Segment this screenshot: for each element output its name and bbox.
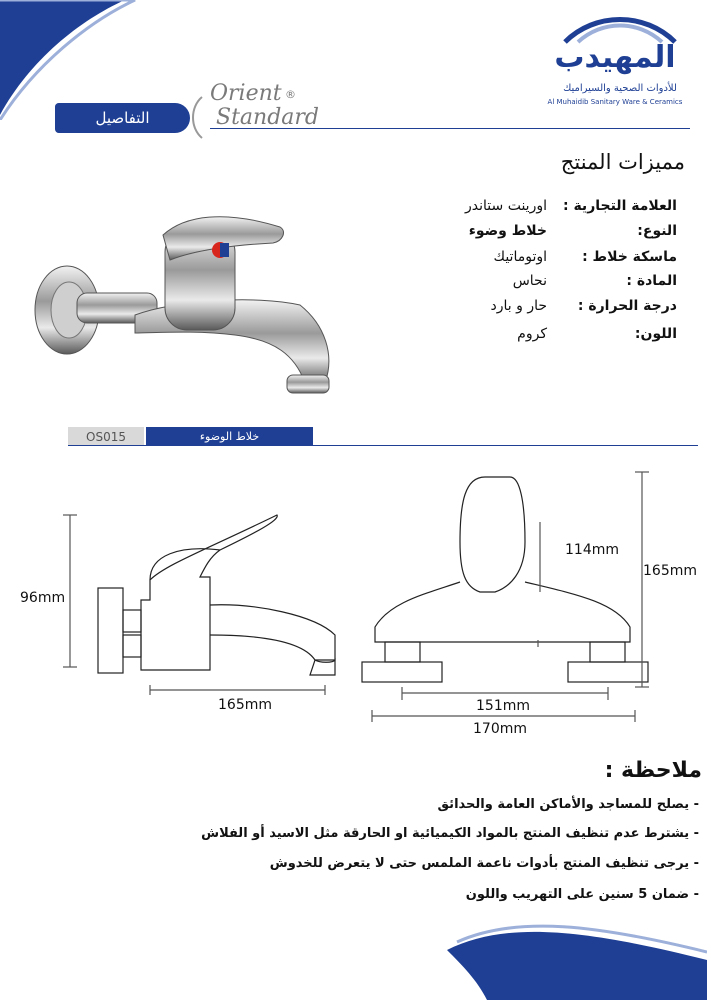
dim-front-width: 170mm [473, 721, 527, 737]
corner-wave-decoration [0, 0, 136, 120]
feature-value: خلاط وضوء [468, 223, 547, 239]
note-item: - يصلح للمساجد والأماكن العامة والحدائق [437, 797, 699, 812]
feature-value: اوتوماتيك [493, 249, 547, 265]
product-name: خلاط الوضوء [146, 427, 313, 446]
product-code: OS015 [68, 427, 144, 446]
note-item: - يشترط عدم تنظيف المنتج بالمواد الكيميا… [201, 826, 699, 841]
details-tab: التفاصيل [55, 103, 190, 133]
dim-side-height: 96mm [20, 590, 66, 606]
feature-value: نحاس [512, 273, 547, 289]
feature-label: العلامة التجارية : [562, 198, 677, 214]
feature-value: اورينت ستاندر [465, 198, 547, 214]
notes-title: ملاحظة : [604, 758, 702, 783]
note-item: - يرجى تنظيف المنتج بأدوات ناعمة الملمس … [269, 856, 699, 871]
dim-side-depth: 165mm [218, 697, 272, 713]
features-title: مميزات المنتج [560, 150, 685, 174]
product-bar-line [68, 445, 698, 446]
front-view-drawing [361, 471, 649, 722]
feature-value: كروم [517, 326, 547, 342]
bracket-divider [192, 96, 203, 139]
logo-subtitle: للأدوات الصحية والسيراميك [563, 83, 677, 94]
feature-row: المادة : نحاس [377, 273, 677, 295]
feature-row: اللون: كروم [377, 326, 677, 348]
feature-label: النوع: [637, 223, 677, 239]
feature-value: حار و بارد [490, 298, 548, 314]
feature-label: المادة : [626, 273, 677, 289]
side-view-drawing [63, 514, 336, 695]
feature-label: اللون: [634, 326, 677, 342]
feature-label: ماسكة خلاط : [582, 249, 677, 265]
logo-arc-icon [563, 17, 677, 44]
dim-lever-height: 114mm [565, 542, 619, 558]
brand-orient: Orient [210, 81, 282, 106]
bottom-wave-decoration [447, 924, 707, 1000]
header-divider [210, 128, 690, 129]
note-item: - ضمان 5 سنين على التهريب واللون [465, 887, 699, 902]
feature-label: درجة الحرارة : [577, 298, 677, 314]
registered-mark: ® [285, 88, 296, 101]
logo-english: Al Muhaidib Sanitary Ware & Ceramics [547, 98, 683, 106]
logo-text: المهيدب [554, 40, 676, 75]
dim-centers: 151mm [476, 698, 530, 714]
brand-standard: Standard [216, 105, 319, 130]
feature-row: النوع: خلاط وضوء [377, 223, 677, 245]
faucet-photo [34, 216, 330, 394]
feature-row: درجة الحرارة : حار و بارد [377, 298, 678, 320]
feature-row: العلامة التجارية : اورينت ستاندر [377, 198, 677, 220]
feature-row: ماسكة خلاط : اوتوماتيك [377, 249, 677, 271]
dim-total-height: 165mm [643, 563, 697, 579]
